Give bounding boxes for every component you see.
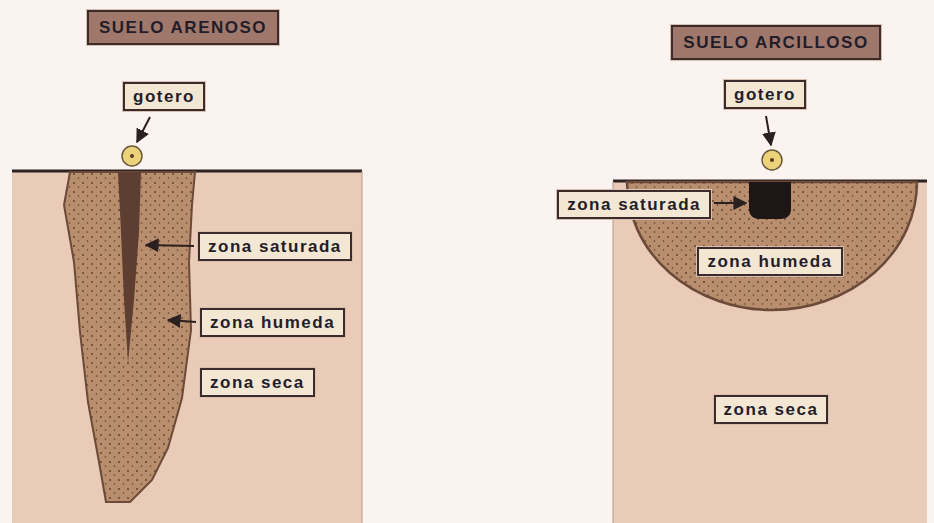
saturated-zone: [118, 172, 141, 362]
saturated-zone: [749, 182, 791, 219]
zone-label: zona saturada: [557, 190, 711, 219]
leader-arrow: [168, 320, 196, 322]
label-text: zona humeda: [210, 313, 335, 333]
leader-arrow: [137, 117, 150, 142]
zone-label: gotero: [724, 80, 806, 109]
dripper-outlet: [770, 158, 774, 162]
label-text: zona seca: [210, 373, 305, 393]
soil-edge: [362, 171, 363, 523]
zone-label: zona saturada: [198, 232, 352, 261]
label-text: SUELO ARCILLOSO: [683, 33, 868, 53]
soil-edge: [613, 181, 614, 523]
zone-label: zona seca: [714, 395, 829, 424]
label-text: gotero: [734, 85, 796, 105]
soil-title: SUELO ARENOSO: [87, 10, 279, 45]
soil-title: SUELO ARCILLOSO: [671, 25, 880, 60]
dripper: [762, 150, 782, 170]
leader-arrow: [766, 116, 771, 145]
label-text: gotero: [133, 87, 195, 107]
dripper-outlet: [130, 154, 134, 158]
label-text: zona seca: [724, 400, 819, 420]
label-text: zona saturada: [567, 195, 701, 215]
dripper: [122, 146, 142, 166]
zone-label: gotero: [123, 82, 205, 111]
leader-arrow: [146, 245, 194, 246]
zone-label: zona seca: [200, 368, 315, 397]
label-text: zona saturada: [208, 237, 342, 257]
wet-zone: [64, 172, 195, 502]
zone-label: zona humeda: [697, 247, 842, 276]
label-text: zona humeda: [707, 252, 832, 272]
soil-block: [12, 170, 362, 523]
leader-arrow: [714, 202, 746, 204]
label-text: SUELO ARENOSO: [99, 18, 267, 38]
zone-label: zona humeda: [200, 308, 345, 337]
soil-block: [613, 180, 927, 523]
